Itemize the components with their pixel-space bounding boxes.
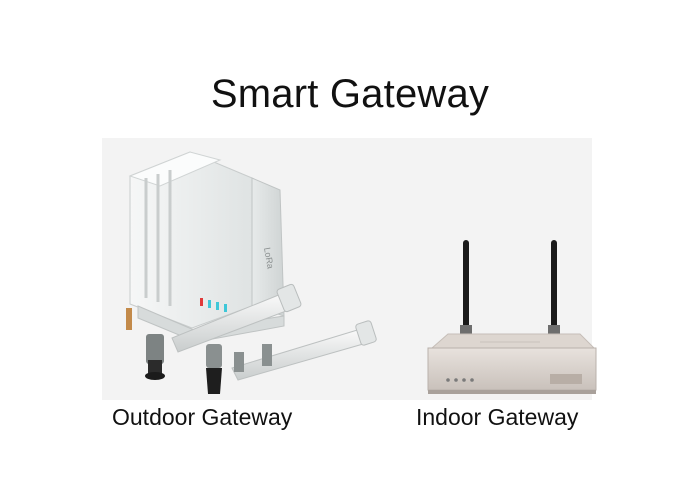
outdoor-gateway-icon: LoRa bbox=[102, 138, 402, 400]
indoor-gateway-icon bbox=[410, 230, 600, 400]
indoor-gateway-caption: Indoor Gateway bbox=[416, 404, 579, 430]
outdoor-gateway-caption: Outdoor Gateway bbox=[112, 404, 293, 430]
slide-title: Smart Gateway bbox=[210, 72, 490, 116]
svg-text:LoRa: LoRa bbox=[262, 247, 276, 270]
